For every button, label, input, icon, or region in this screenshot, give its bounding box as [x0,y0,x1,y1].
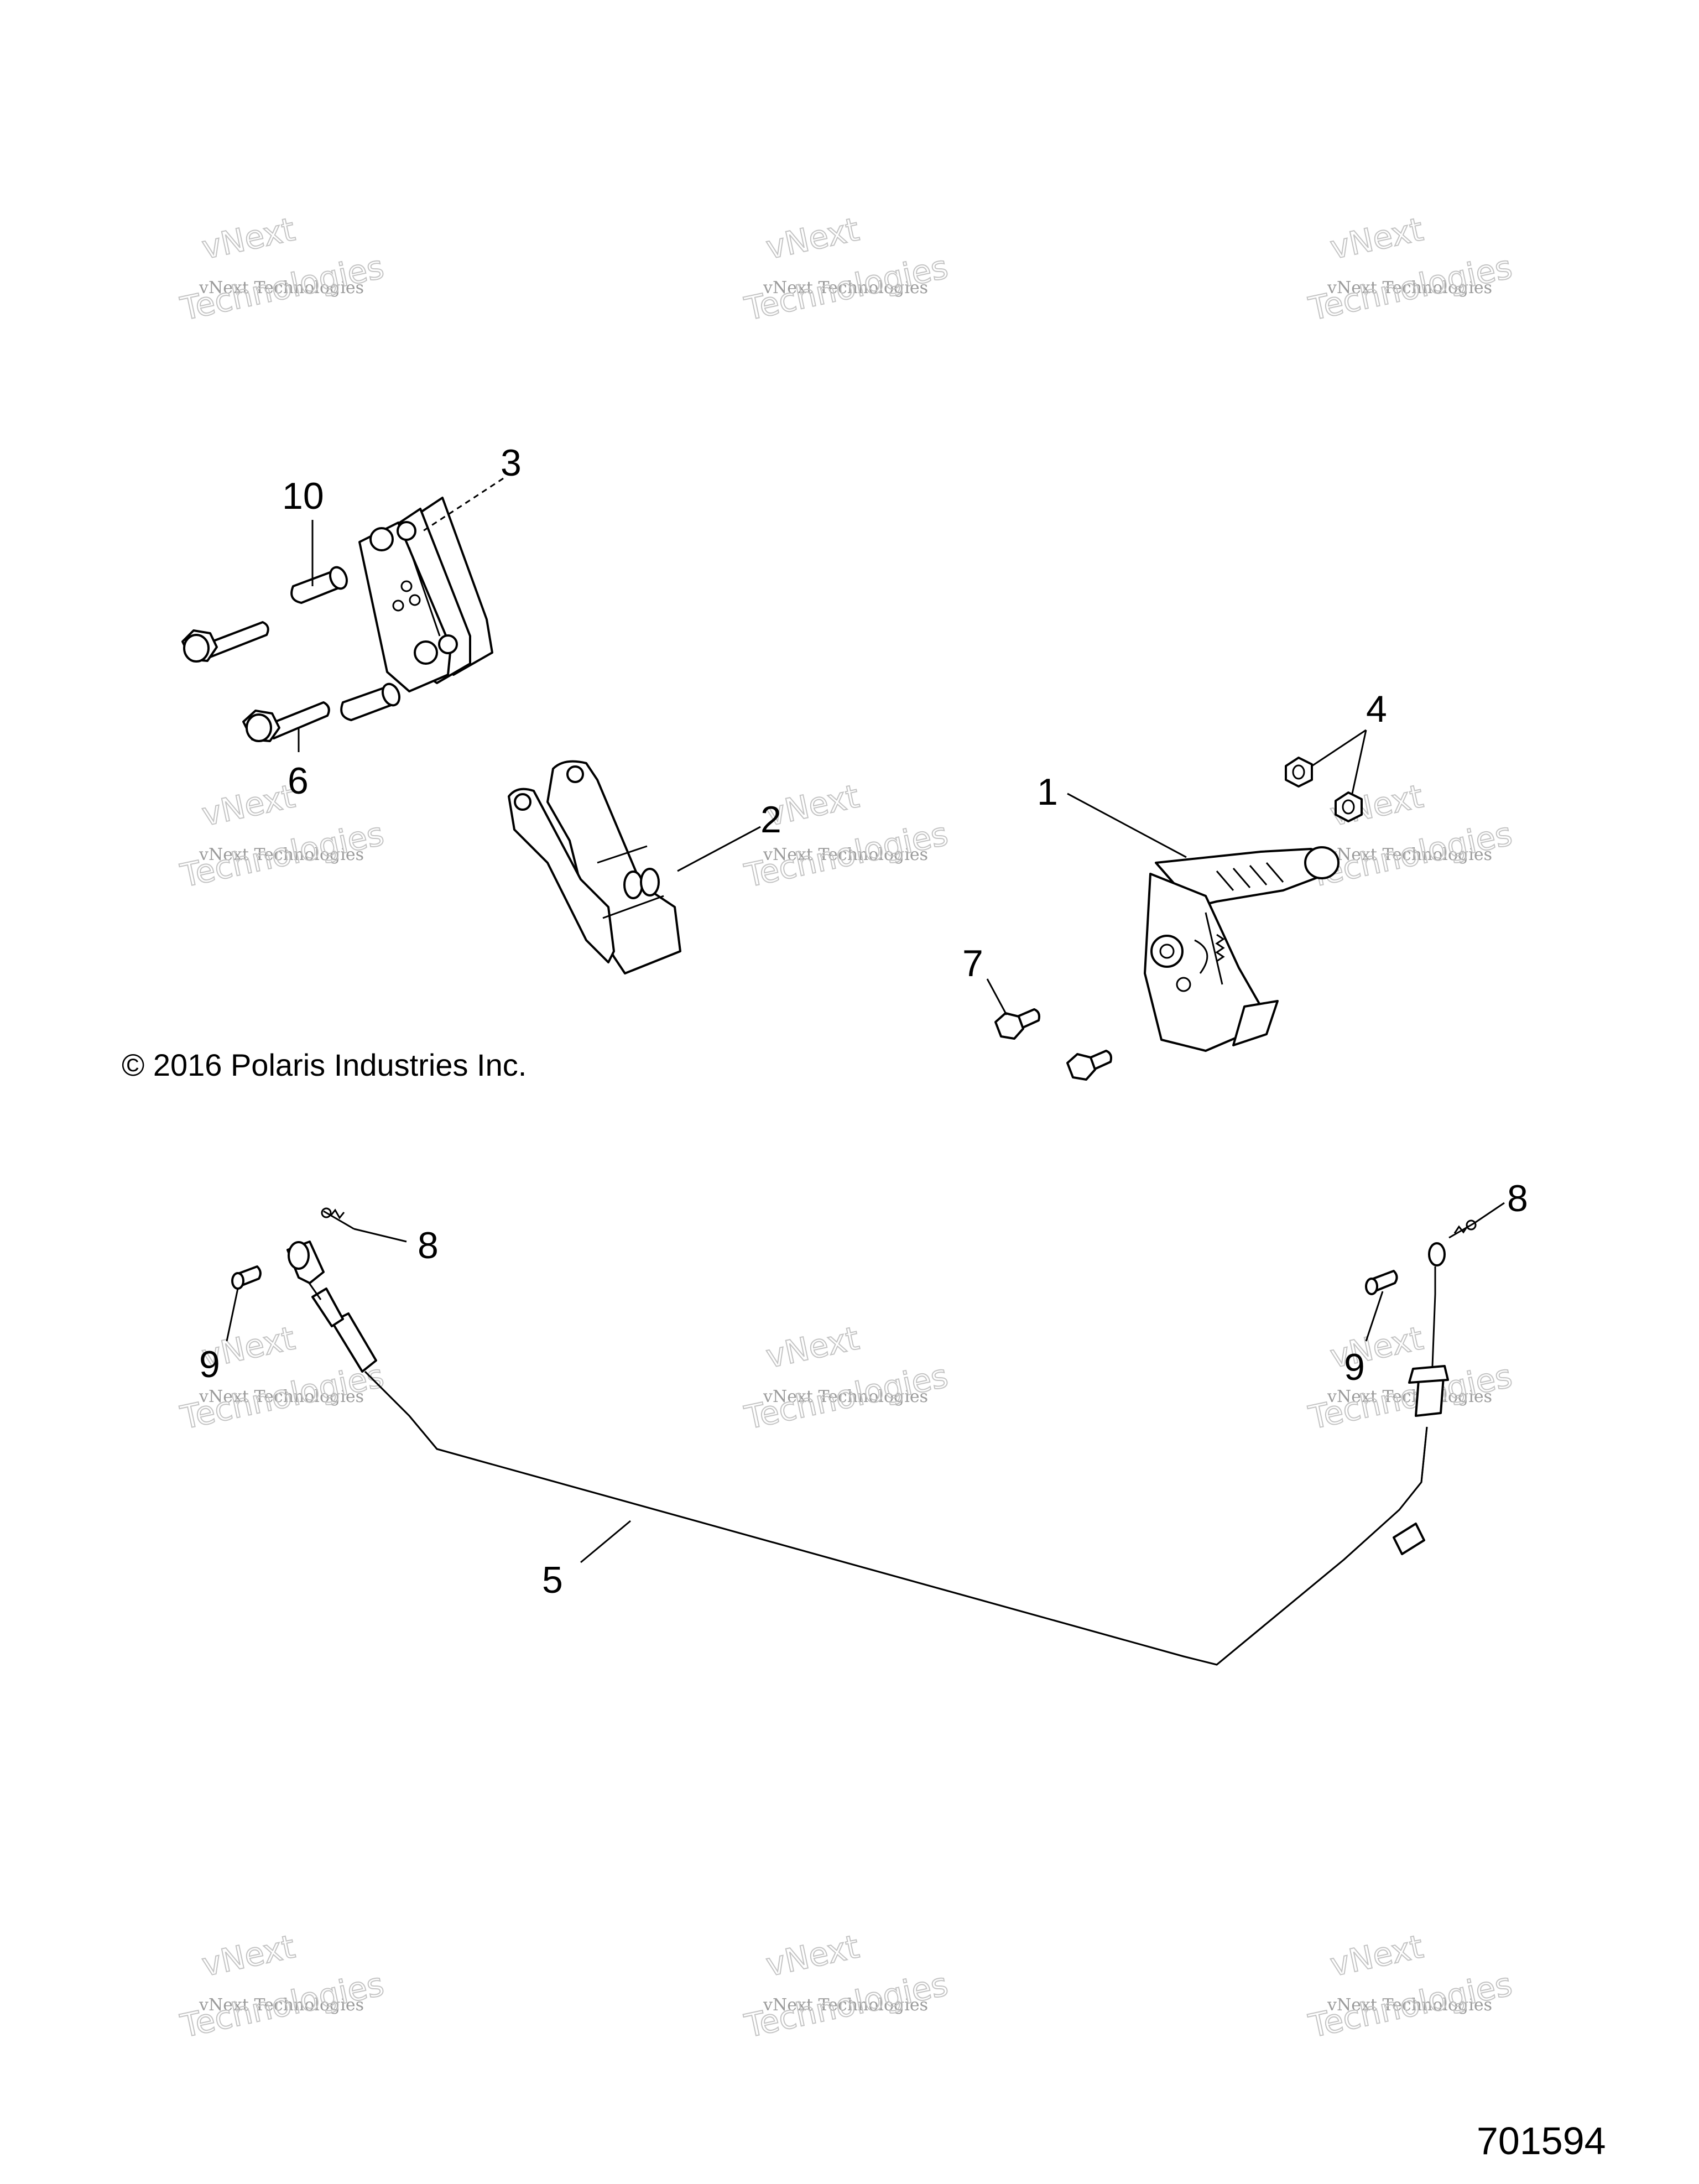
part-8-pin-right [1448,1219,1477,1239]
watermark-text: vNext Technologies [763,1995,928,2015]
watermark-brand: vNext [1327,210,1426,267]
callout-6: 6 [288,760,309,802]
watermark-r4c1: vNext vNext Technologies Technologies [176,1927,388,2045]
leader-8-left [353,1228,407,1243]
leader-1 [1067,793,1187,858]
watermark-brand: vNext [199,777,298,833]
watermark-text: vNext Technologies [1327,1387,1492,1406]
leader-3 [423,477,504,532]
part-2-lever-bracket [508,760,681,974]
watermark-brand: vNext [763,1319,862,1375]
leader-7 [986,978,1008,1015]
callout-7: 7 [962,942,983,984]
watermark-r2c1: vNext vNext Technologies Technologies [176,776,388,895]
watermark-r1c3: vNext vNext Technologies Technologies [1305,210,1516,328]
watermark-r3c3: vNext vNext Technologies Technologies [1305,1318,1516,1437]
leader-4a [1311,729,1367,767]
part-4-nut-lower [1335,791,1363,822]
part-6-bolt-upper [181,621,269,663]
watermark-text: vNext Technologies [199,278,364,298]
watermark-brand: vNext [763,1927,862,1984]
part-9-pin-right [1365,1270,1398,1295]
callout-1: 1 [1037,771,1058,813]
part-1-brake-lever [1144,846,1340,1052]
watermark-text: vNext Technologies [1327,845,1492,864]
watermark-text: vNext Technologies [1327,1995,1492,2015]
leader-2 [677,826,761,872]
part-8-pin-left [321,1207,355,1230]
callout-2: 2 [760,799,781,841]
callout-4: 4 [1366,688,1387,730]
part-7-bolt-upper [994,1008,1040,1040]
part-7-bolt-lower [1066,1050,1112,1081]
callout-8-right: 8 [1507,1177,1528,1219]
watermark-brand: vNext [199,1927,298,1984]
callout-9-right: 9 [1344,1346,1365,1388]
watermark-text: vNext Technologies [199,1995,364,2015]
watermark-r4c2: vNext vNext Technologies Technologies [741,1927,952,2045]
watermark-r1c2: vNext vNext Technologies Technologies [741,210,952,328]
watermark-text: vNext Technologies [1327,278,1492,298]
watermark-r2c3: vNext vNext Technologies Technologies [1305,776,1516,895]
callout-5: 5 [542,1559,563,1601]
leader-9-left [226,1288,239,1342]
watermark-text: vNext Technologies [763,1387,928,1406]
watermark-r3c2: vNext vNext Technologies Technologies [741,1318,952,1437]
watermark-text: vNext Technologies [199,1387,364,1406]
callout-10: 10 [282,475,324,517]
leader-9-right [1365,1291,1384,1342]
part-9-pin-left [231,1265,262,1290]
part-10-spacer-upper [290,566,348,604]
watermark-brand: vNext [763,210,862,267]
callout-8-left: 8 [418,1224,439,1266]
callout-9-left: 9 [199,1343,220,1385]
watermark-text: vNext Technologies [763,278,928,298]
leader-4b [1351,729,1367,794]
part-10-spacer-lower [340,682,400,721]
part-3-bracket-plates [358,497,493,692]
watermark-brand: vNext [1327,1319,1426,1375]
watermark-brand: vNext [199,210,298,267]
watermark-text: vNext Technologies [763,845,928,864]
part-5-brake-cable [286,1240,1449,1666]
leader-8-right [1473,1202,1505,1224]
watermark-text: vNext Technologies [199,845,364,864]
watermark-r1c1: vNext vNext Technologies Technologies [176,210,388,328]
figure-number: 701594 [1477,2119,1606,2162]
watermark-r4c3: vNext vNext Technologies Technologies [1305,1927,1516,2045]
leader-5 [580,1520,631,1563]
watermark-brand: vNext [1327,1927,1426,1984]
part-4-nut-upper [1285,757,1313,788]
part-6-bolt-lower [242,701,330,742]
callout-3: 3 [501,442,522,484]
copyright-notice: © 2016 Polaris Industries Inc. [122,1047,527,1082]
